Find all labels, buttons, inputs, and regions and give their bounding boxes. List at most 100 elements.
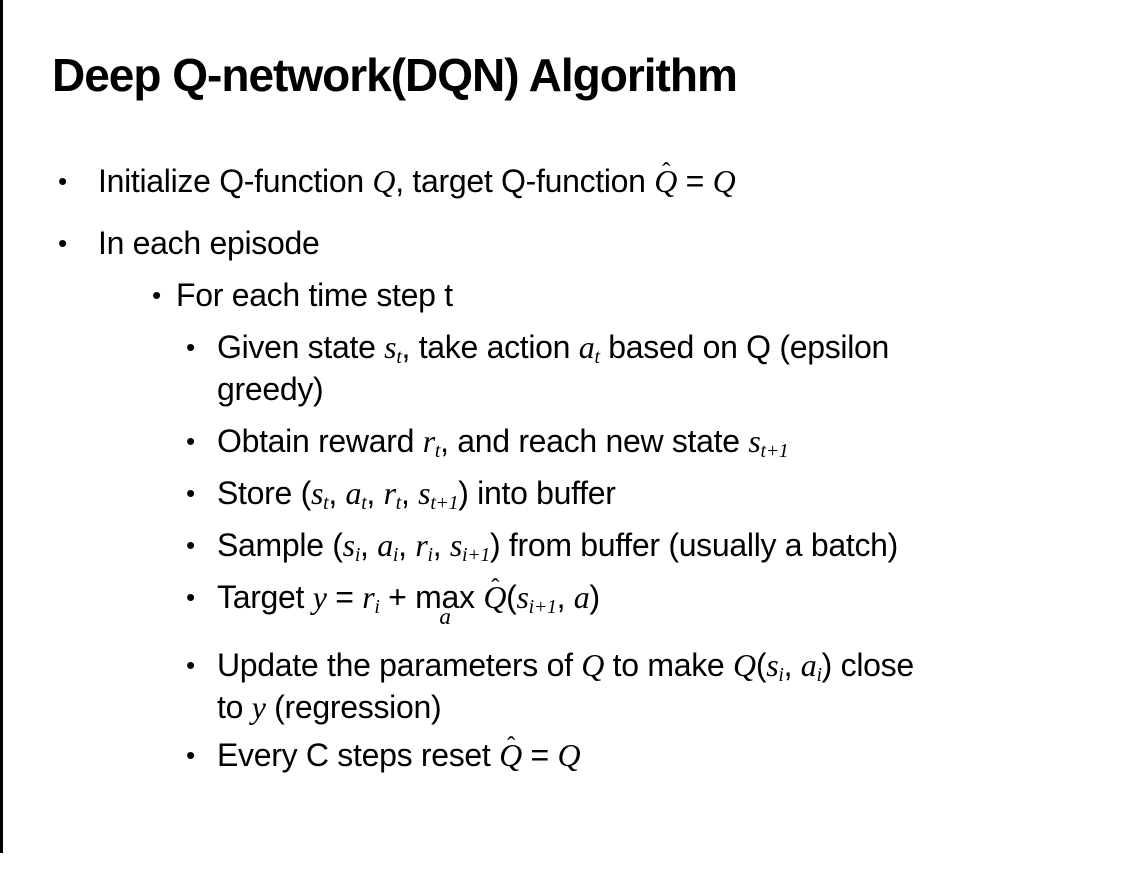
- text-run: ,: [556, 579, 574, 615]
- bullet-list: •Initialize Q-function Q, target Q-funct…: [0, 159, 1124, 776]
- math-var: Q: [712, 163, 736, 199]
- bullet-text: In each episode: [98, 222, 320, 264]
- math-var: Q: [483, 579, 507, 615]
- slide-edge-line: [0, 0, 3, 853]
- text-run: +: [379, 579, 416, 615]
- bullet-item: •Given state st, take action at based on…: [0, 326, 1124, 410]
- text-run: =: [521, 737, 558, 773]
- text-run: Obtain reward: [217, 423, 423, 459]
- math-var: si: [342, 527, 361, 566]
- bullet-marker-icon: •: [186, 650, 195, 680]
- bullet-marker-icon: •: [186, 426, 195, 456]
- math-subscript: i: [778, 663, 784, 686]
- bullet-item: • Obtain reward rt, and reach new state s…: [0, 420, 1124, 462]
- bullet-marker-icon: •: [58, 228, 67, 258]
- text-run: ) close: [821, 647, 914, 683]
- bullet-marker-icon: •: [186, 530, 195, 560]
- text-run: to: [217, 689, 252, 725]
- text-run: , target Q-function: [395, 163, 655, 199]
- text-run: =: [677, 163, 713, 199]
- text-run: Given state: [217, 329, 385, 365]
- text-line: In each episode: [98, 222, 320, 264]
- hat-accent-icon: ˆ: [662, 158, 671, 186]
- math-var: st: [384, 329, 402, 368]
- math-subscript: i: [392, 543, 399, 566]
- text-run: , take action: [401, 329, 579, 365]
- math-subscript: i: [816, 663, 822, 686]
- math-subscript: i: [427, 543, 433, 566]
- math-var: ai: [800, 647, 822, 686]
- bullet-item: •Initialize Q-function Q, target Q-funct…: [0, 159, 1124, 202]
- bullet-marker-icon: •: [186, 478, 195, 508]
- math-subscript: t: [434, 439, 441, 462]
- max-base: max: [415, 579, 475, 615]
- bullet-text: Initialize Q-function Q, target Q-functi…: [98, 159, 736, 202]
- bullet-text: Update the parameters of Q to make Q(si,…: [217, 644, 914, 728]
- hat-accent-icon: ˆ: [491, 574, 500, 602]
- math-var: ri: [415, 527, 433, 566]
- text-run: ,: [398, 527, 416, 563]
- text-run: ,: [783, 647, 801, 683]
- text-run: Store (: [217, 475, 311, 511]
- text-line: Given state st, take action at based on …: [217, 326, 889, 368]
- math-subscript: t: [396, 345, 402, 368]
- bullet-marker-icon: •: [58, 166, 67, 196]
- text-run: ) from buffer (usually a batch): [489, 527, 899, 563]
- bullet-text: Store (st, at, rt, st+1) into buffer: [217, 472, 616, 514]
- text-line: Update the parameters of Q to make Q(si,…: [217, 644, 914, 686]
- bullet-text: Obtain reward rt, and reach new state st…: [217, 420, 789, 462]
- text-run: In each episode: [98, 225, 320, 261]
- math-var: y: [312, 579, 327, 615]
- math-subscript: i: [354, 543, 361, 566]
- math-subscript: i+1: [462, 543, 490, 566]
- text-run: based on Q (epsilon: [599, 329, 890, 365]
- math-var: ai: [377, 527, 399, 566]
- text-run: (: [755, 647, 767, 683]
- math-var: si+1: [516, 579, 557, 618]
- text-run: ,: [328, 475, 346, 511]
- text-run: Initialize Q-function: [98, 163, 373, 199]
- text-line: Initialize Q-function Q, target Q-functi…: [98, 159, 736, 202]
- math-var: Q: [372, 163, 396, 199]
- text-line: to y (regression): [217, 686, 914, 728]
- text-run: ,: [360, 527, 378, 563]
- math-var: rt: [383, 475, 402, 514]
- math-var: st+1: [418, 475, 459, 514]
- text-run: ,: [400, 475, 419, 511]
- text-run: to make: [604, 647, 734, 683]
- math-var: rt: [422, 423, 441, 462]
- math-var: si+1: [449, 527, 490, 566]
- math-var: a: [573, 579, 590, 615]
- bullet-marker-icon: •: [186, 740, 195, 770]
- text-run: Sample (: [217, 527, 343, 563]
- math-var: si: [766, 647, 784, 686]
- text-run: Target: [217, 579, 313, 615]
- math-subscript: t+1: [760, 439, 789, 462]
- text-run: For each time step t: [176, 277, 453, 313]
- slide-title: Deep Q-network(DQN) Algorithm: [52, 49, 738, 101]
- math-var: Q: [499, 737, 522, 773]
- text-line: greedy): [217, 368, 889, 410]
- slide: Deep Q-network(DQN) Algorithm • Initializ…: [0, 49, 1124, 776]
- bullet-item: • In each episode: [0, 222, 1124, 264]
- hat-accent-icon: ˆ: [506, 732, 515, 760]
- text-line: Obtain reward rt, and reach new state st…: [217, 420, 789, 462]
- text-run: ): [589, 579, 600, 615]
- bullet-text: Sample (si, ai, ri, si+1) from buffer (u…: [217, 524, 898, 566]
- max-underscript: a: [439, 602, 451, 629]
- text-run: (regression): [265, 689, 442, 725]
- text-run: =: [326, 579, 363, 615]
- text-run: ,: [366, 475, 384, 511]
- text-run: (: [506, 579, 517, 615]
- bullet-marker-icon: •: [186, 582, 195, 612]
- bullet-text: Given state st, take action at based on …: [217, 326, 889, 410]
